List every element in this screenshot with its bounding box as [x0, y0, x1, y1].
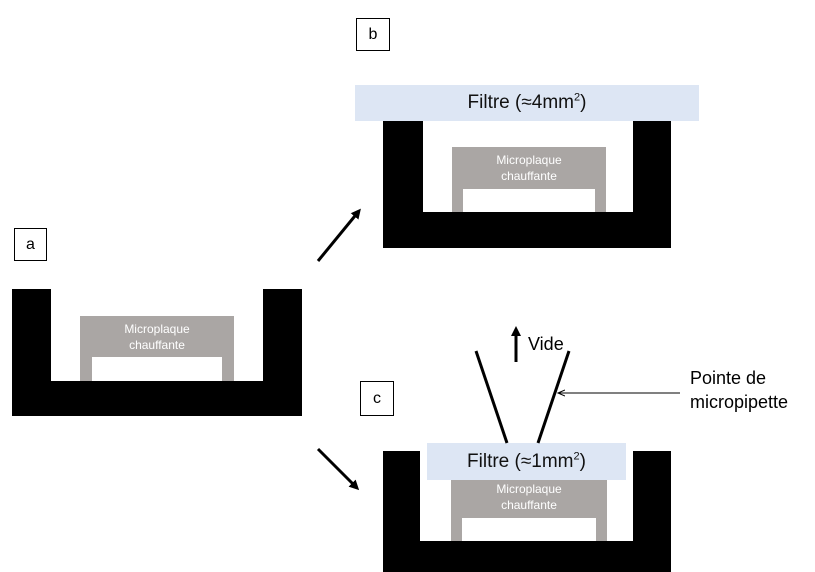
hot-plate-c-line1: Microplaque	[496, 482, 562, 496]
hot-plate-b-top	[452, 147, 606, 189]
hot-plate-c-leg-right	[596, 516, 607, 541]
label-b-text: b	[368, 25, 378, 43]
arrow-to-b	[316, 208, 361, 262]
hot-plate-c-label: Microplaque chauffante	[451, 476, 607, 518]
hot-plate-a-top	[80, 316, 234, 357]
hot-plate-c-top	[451, 476, 607, 518]
hot-plate-b-leg-left	[452, 187, 463, 212]
hot-plate-a-line2: chauffante	[129, 337, 185, 352]
hot-plate-b-leg-right	[595, 187, 606, 212]
filter-b-text: Filtre (≈4mm2)	[467, 91, 587, 113]
housing-c-floor	[383, 541, 671, 572]
label-a: a	[14, 228, 47, 261]
hot-plate-a-line1: Microplaque	[124, 321, 190, 336]
label-b: b	[356, 18, 390, 51]
pipette-label-line2: micropipette	[690, 392, 789, 412]
housing-a-floor	[12, 381, 302, 416]
pipette-label: Pointe de micropipette	[690, 366, 788, 414]
arrow-to-c	[316, 447, 360, 491]
pipette-tip-right	[536, 350, 571, 444]
pipette-tip-left	[474, 350, 509, 444]
hot-plate-c-line2: chauffante	[501, 498, 557, 512]
hot-plate-b-line2: chauffante	[501, 169, 557, 183]
filter-b: Filtre (≈4mm2)	[355, 85, 699, 121]
label-a-text: a	[26, 235, 35, 253]
filter-c: Filtre (≈1mm2)	[427, 443, 626, 480]
hot-plate-a-leg-left	[80, 355, 92, 381]
label-c: c	[360, 381, 394, 416]
vacuum-label: Vide	[528, 334, 564, 354]
label-c-text: c	[373, 389, 381, 407]
hot-plate-a-leg-right	[222, 355, 234, 381]
filter-c-text: Filtre (≈1mm2)	[467, 450, 586, 472]
hot-plate-c-leg-left	[451, 516, 462, 541]
hot-plate-b-label: Microplaque chauffante	[452, 147, 606, 189]
hot-plate-b-line1: Microplaque	[496, 153, 562, 167]
housing-b-floor	[383, 212, 671, 248]
pipette-label-line1: Pointe de	[690, 368, 767, 388]
